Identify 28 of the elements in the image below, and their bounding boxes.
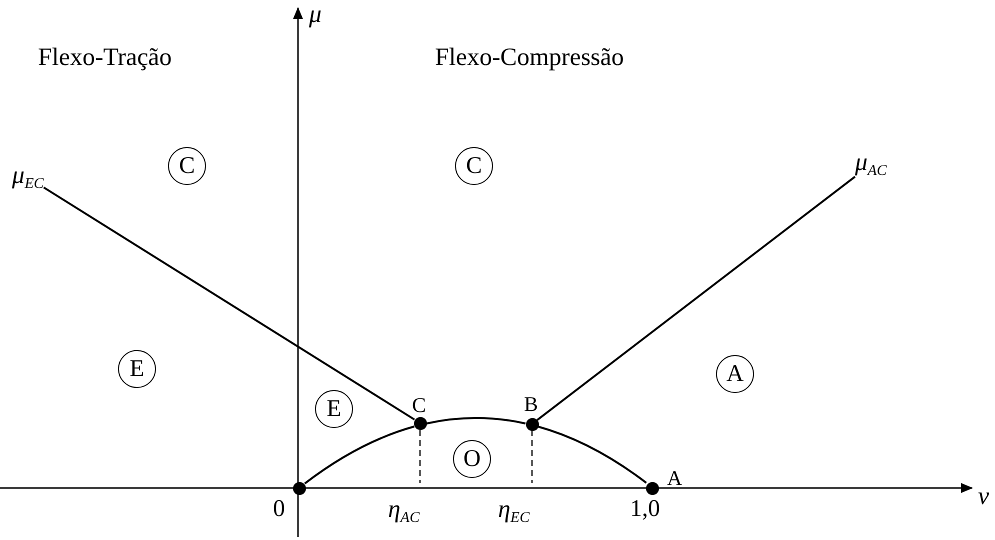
axis-label: μ <box>309 2 322 27</box>
region-circle: O <box>453 440 491 478</box>
point-marker <box>292 482 306 494</box>
boundary-line <box>43 186 416 420</box>
point-marker <box>414 416 426 430</box>
region-circle: C <box>168 147 206 185</box>
tick-label: 1,0 <box>630 497 660 521</box>
region-circle: E <box>118 350 156 388</box>
point-label: C <box>412 395 426 416</box>
curve <box>426 417 526 424</box>
curve <box>304 426 415 484</box>
region-circle: C <box>455 147 493 185</box>
point-label: A <box>667 468 682 489</box>
region-circle: A <box>716 355 754 393</box>
region-title: Flexo-Tração <box>38 45 172 70</box>
symbol-label: μ$_{AC}$ <box>855 150 887 179</box>
point-marker <box>646 482 658 494</box>
tick-label: 0 <box>273 497 285 521</box>
tick-label: η$_{EC}$ <box>498 497 530 526</box>
tick-label: η$_{AC}$ <box>388 497 420 526</box>
symbol-label: μ$_{EC}$ <box>12 163 44 192</box>
region-circle: E <box>315 390 353 428</box>
axis-label: ν <box>978 484 990 509</box>
curve <box>537 426 647 484</box>
point-label: B <box>524 394 538 415</box>
region-title: Flexo-Compressão <box>435 45 624 70</box>
boundary-line <box>536 176 856 421</box>
point-marker <box>526 418 538 430</box>
